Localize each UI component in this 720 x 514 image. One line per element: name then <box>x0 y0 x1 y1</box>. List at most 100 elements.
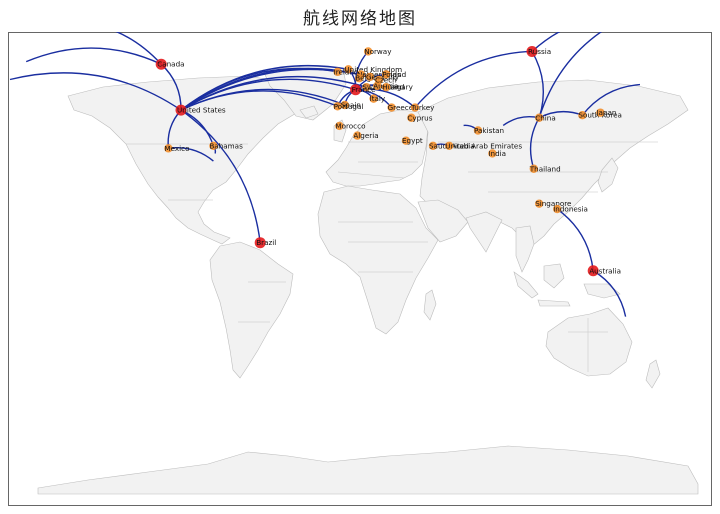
city-label-australia: Australia <box>589 266 621 275</box>
land-arabia <box>417 199 469 243</box>
city-marker-morocco[interactable] <box>335 121 344 131</box>
land-japan <box>597 157 619 193</box>
city-marker-germany[interactable] <box>365 72 375 82</box>
land-africa <box>317 185 439 335</box>
route-russia-outbound-3 <box>531 32 561 52</box>
land-new-guinea <box>583 283 621 299</box>
city-label-pakistan: Pakistan <box>474 126 504 135</box>
city-label-norway: Norway <box>364 47 392 56</box>
city-marker-belgium[interactable] <box>355 74 364 83</box>
city-label-czech: Czech <box>375 76 397 85</box>
city-label-spain: Spain <box>341 101 361 110</box>
city-label-mexico: Mexico <box>164 144 189 153</box>
landmasses <box>37 65 699 495</box>
land-india <box>465 211 503 253</box>
route-france-turkey <box>355 88 416 109</box>
city-marker-greece[interactable] <box>387 103 396 112</box>
routes-layer <box>9 32 641 317</box>
route-united-states-portugal <box>180 90 338 111</box>
city-marker-czech[interactable] <box>374 75 384 85</box>
city-label-united-kingdom: United Kingdom <box>344 65 402 74</box>
city-label-cyprus: Cyprus <box>407 113 432 122</box>
city-label-china: China <box>535 113 556 122</box>
land-antarctica <box>37 445 699 495</box>
city-marker-mexico[interactable] <box>164 144 173 153</box>
city-marker-australia[interactable] <box>587 265 599 277</box>
city-label-egypt: Egypt <box>402 136 423 145</box>
route-china-outbound-4 <box>538 32 603 118</box>
city-marker-japan[interactable] <box>596 108 605 117</box>
city-marker-france[interactable] <box>350 84 362 96</box>
route-russia-turkey <box>414 50 533 109</box>
city-label-france: France <box>352 85 376 94</box>
land-north-america <box>67 75 309 245</box>
city-label-ireland: Ireland <box>334 67 359 76</box>
city-marker-united-arab-emirates[interactable] <box>445 141 454 150</box>
city-marker-indonesia[interactable] <box>553 204 562 214</box>
city-label-singapore: Singapore <box>535 199 572 208</box>
route-australia-indonesia <box>556 208 594 271</box>
city-label-greece: Greece <box>388 103 414 112</box>
city-marker-india[interactable] <box>488 149 497 158</box>
land-iceland <box>299 105 319 119</box>
city-marker-russia[interactable] <box>526 45 538 57</box>
route-china-thailand <box>529 117 540 169</box>
city-marker-spain[interactable] <box>340 100 349 110</box>
city-label-united-arab-emirates: United Arab Emirates <box>445 141 522 150</box>
city-marker-hungary[interactable] <box>382 82 391 92</box>
city-marker-norway[interactable] <box>364 47 373 56</box>
city-label-canada: Canada <box>157 60 184 69</box>
city-label-india: India <box>488 149 506 158</box>
city-marker-bahamas[interactable] <box>209 141 218 150</box>
city-marker-brazil[interactable] <box>254 237 266 249</box>
route-south-korea-outbound-5 <box>581 83 641 116</box>
city-marker-ireland[interactable] <box>333 67 342 77</box>
land-europe <box>325 109 429 187</box>
city-marker-pakistan[interactable] <box>473 126 483 135</box>
city-marker-china[interactable] <box>535 113 544 122</box>
land-new-zealand <box>645 359 661 389</box>
city-label-turkey: Turkey <box>410 103 435 112</box>
city-label-morocco: Morocco <box>335 121 365 130</box>
route-canada-outbound-0 <box>115 32 162 65</box>
city-marker-singapore[interactable] <box>535 199 544 208</box>
land-java <box>537 299 571 307</box>
city-marker-italy[interactable] <box>369 94 378 103</box>
city-marker-portugal[interactable] <box>333 102 342 111</box>
city-marker-cyprus[interactable] <box>407 113 416 122</box>
route-canada-outbound-1 <box>25 47 162 65</box>
land-south-america <box>209 241 294 379</box>
city-label-portugal: Portugal <box>334 102 364 111</box>
city-marker-united-kingdom[interactable] <box>344 65 353 74</box>
city-label-indonesia: Indonesia <box>553 205 588 214</box>
city-marker-switzerland[interactable] <box>362 82 371 92</box>
city-label-poland: Poland <box>382 70 406 79</box>
city-marker-algeria[interactable] <box>353 131 362 140</box>
city-marker-turkey[interactable] <box>410 103 420 112</box>
route-united-states-brazil <box>180 109 261 243</box>
city-marker-canada[interactable] <box>155 58 167 70</box>
route-united-states-outbound-2 <box>9 72 182 111</box>
map-title: 航线网络地图 <box>303 9 417 29</box>
city-marker-thailand[interactable] <box>529 164 538 173</box>
land-australia <box>545 307 633 377</box>
city-marker-poland[interactable] <box>382 70 391 79</box>
city-label-russia: Russia <box>528 47 551 56</box>
city-label-netherlands: Netherlands <box>357 70 401 79</box>
country-borders <box>126 141 658 372</box>
land-southeast-asia <box>515 225 535 273</box>
city-label-brazil: Brazil <box>256 238 276 247</box>
city-label-thailand: Thailand <box>529 164 561 173</box>
city-label-japan: Japan <box>595 108 616 117</box>
land-sumatra <box>513 271 539 299</box>
city-marker-united-states[interactable] <box>175 104 187 116</box>
city-marker-south-korea[interactable] <box>578 111 587 120</box>
route-united-states-switzerland <box>180 75 367 111</box>
land-madagascar <box>423 289 437 321</box>
city-marker-egypt[interactable] <box>401 136 411 145</box>
city-label-hungary: Hungary <box>382 83 413 92</box>
city-label-bahamas: Bahamas <box>209 141 243 150</box>
city-marker-saudi-arabia[interactable] <box>428 141 438 150</box>
